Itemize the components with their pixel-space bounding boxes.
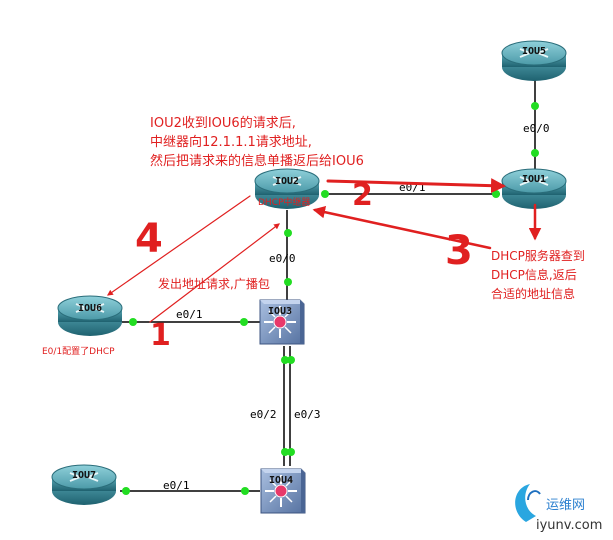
router-icon — [57, 295, 123, 337]
port-dot — [122, 487, 130, 495]
device-iou5[interactable]: IOU5 — [501, 40, 567, 82]
port-dot — [321, 190, 329, 198]
device-label: IOU5 — [522, 46, 546, 57]
port-labels: e0/0 e0/1 e0/0 e0/1 e0/2 e0/3 e0/1 — [163, 122, 550, 492]
step-number-4: 4 — [135, 216, 163, 262]
port-dot — [287, 448, 295, 456]
step-number-2: 2 — [352, 178, 373, 213]
device-label: IOU6 — [78, 303, 102, 314]
port-label: e0/0 — [523, 122, 550, 135]
device-label: IOU4 — [269, 475, 293, 486]
port-dot — [240, 318, 248, 326]
port-dot — [129, 318, 137, 326]
device-label: IOU1 — [522, 174, 546, 185]
device-iou7[interactable]: IOU7 — [51, 464, 117, 506]
arrow-relay-to-server — [326, 178, 506, 194]
step-number-3: 3 — [445, 228, 473, 274]
port-dot — [241, 487, 249, 495]
port-dot — [281, 356, 289, 364]
port-dot — [492, 190, 500, 198]
notes: IOU2收到IOU6的请求后, 中继器向12.1.1.1请求地址, 然后把请求来… — [42, 115, 585, 357]
port-dot — [531, 102, 539, 110]
relay-note-line-1: IOU2收到IOU6的请求后, — [150, 115, 296, 131]
port-label: e0/1 — [176, 308, 203, 321]
arrow-broadcast-request — [149, 223, 280, 323]
device-iou3[interactable]: IOU3 — [259, 299, 305, 345]
relay-note-line-2: 中继器向12.1.1.1请求地址, — [150, 134, 312, 150]
server-note-line-2: DHCP信息,返后 — [491, 267, 577, 282]
watermark: 运维网 iyunv.com — [515, 484, 602, 533]
arrow-reply-to-relay — [312, 206, 492, 250]
step-numbers: 1 2 3 4 — [135, 178, 473, 353]
port-label: e0/1 — [163, 479, 190, 492]
iou2-role-label: DHCP中继器 — [258, 196, 310, 208]
device-iou4[interactable]: IOU4 — [260, 468, 306, 514]
port-dot — [287, 356, 295, 364]
port-dot — [284, 278, 292, 286]
device-label: IOU2 — [275, 176, 299, 187]
port-label: e0/3 — [294, 408, 321, 421]
port-label: e0/0 — [269, 252, 296, 265]
broadcast-note: 发出地址请求,广播包 — [158, 276, 270, 291]
device-label: IOU7 — [72, 470, 96, 481]
relay-note-line-3: 然后把请求来的信息单播返后给IOU6 — [150, 153, 364, 169]
device-iou6[interactable]: IOU6 — [57, 295, 123, 337]
iou6-config-note: E0/1配置了DHCP — [42, 346, 115, 357]
port-dot — [284, 229, 292, 237]
watermark-logo-icon — [515, 484, 541, 522]
port-label: e0/2 — [250, 408, 277, 421]
port-dot — [281, 448, 289, 456]
step-number-1: 1 — [150, 318, 171, 353]
watermark-url: iyunv.com — [536, 518, 602, 533]
arrow-relay-to-client — [107, 195, 251, 296]
device-iou2[interactable]: IOU2 — [254, 168, 320, 210]
links — [120, 80, 536, 492]
server-note-line-1: DHCP服务器查到 — [491, 248, 585, 263]
port-dot — [531, 149, 539, 157]
annotation-arrows — [107, 178, 542, 323]
device-iou1[interactable]: IOU1 — [501, 168, 567, 210]
watermark-cn: 运维网 — [546, 498, 585, 513]
device-label: IOU3 — [268, 306, 292, 317]
server-note-line-3: 合适的地址信息 — [491, 286, 575, 301]
